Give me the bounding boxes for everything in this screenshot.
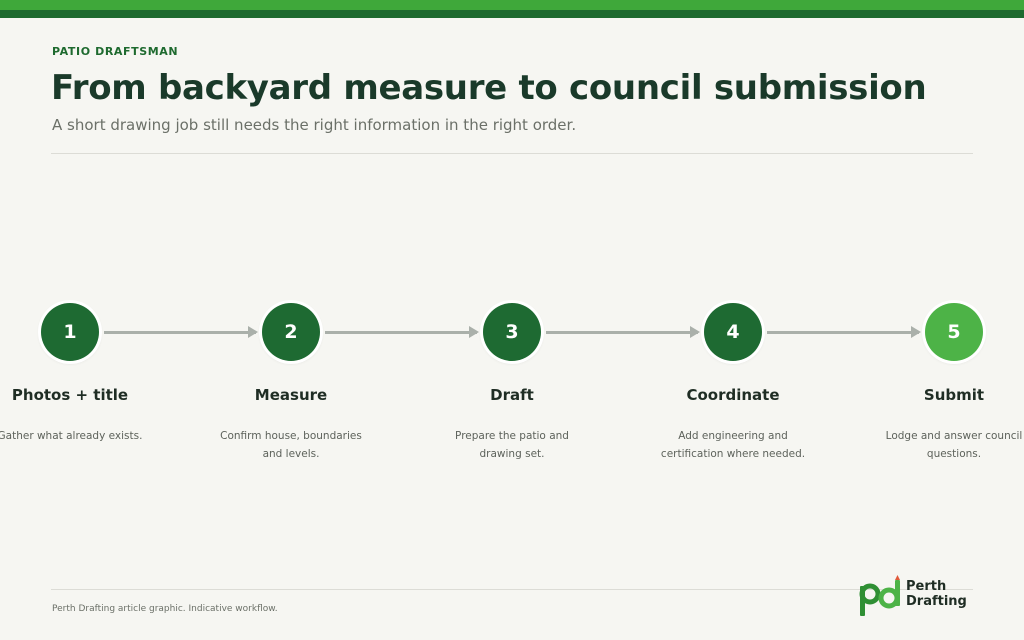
step-description: Add engineering and certification where …: [660, 430, 806, 460]
connector-arrow-4-5: [767, 326, 921, 338]
header-divider: [51, 153, 973, 154]
step-title: Measure: [254, 386, 328, 404]
page-subtitle: A short drawing job still needs the righ…: [52, 116, 577, 134]
step-description: Prepare the patio and drawing set.: [455, 430, 569, 460]
step-number-badge: 4: [704, 303, 762, 361]
step-number-badge: 3: [483, 303, 541, 361]
step-title: Draft: [490, 386, 534, 404]
step-title: Photos + title: [11, 386, 129, 404]
top-accent-bar: [0, 0, 1024, 10]
step-description: Lodge and answer council questions.: [885, 430, 1023, 460]
step-title: Submit: [923, 386, 985, 404]
eyebrow-label: PATIO DRAFTSMAN: [52, 45, 179, 58]
step-number-badge: 2: [262, 303, 320, 361]
step-description: Gather what already exists.: [0, 430, 143, 442]
perth-drafting-logo: Perth Drafting: [858, 572, 978, 620]
connector-arrow-2-3: [325, 326, 479, 338]
connector-arrow-1-2: [104, 326, 258, 338]
step-number-badge: 1: [41, 303, 99, 361]
logo-text-line1: Perth: [906, 579, 947, 594]
pd-logo-mark-icon: [859, 575, 900, 616]
connector-arrow-3-4: [546, 326, 700, 338]
footer-note: Perth Drafting article graphic. Indicati…: [52, 604, 278, 614]
page-title: From backyard measure to council submiss…: [51, 68, 927, 108]
step-description: Confirm house, boundaries and levels.: [220, 430, 362, 460]
footer-divider: [51, 589, 973, 590]
step-number-badge: 5: [925, 303, 983, 361]
logo-text-line2: Drafting: [906, 594, 967, 609]
top-accent-bar-dark: [0, 10, 1024, 18]
step-title: Coordinate: [686, 386, 780, 404]
